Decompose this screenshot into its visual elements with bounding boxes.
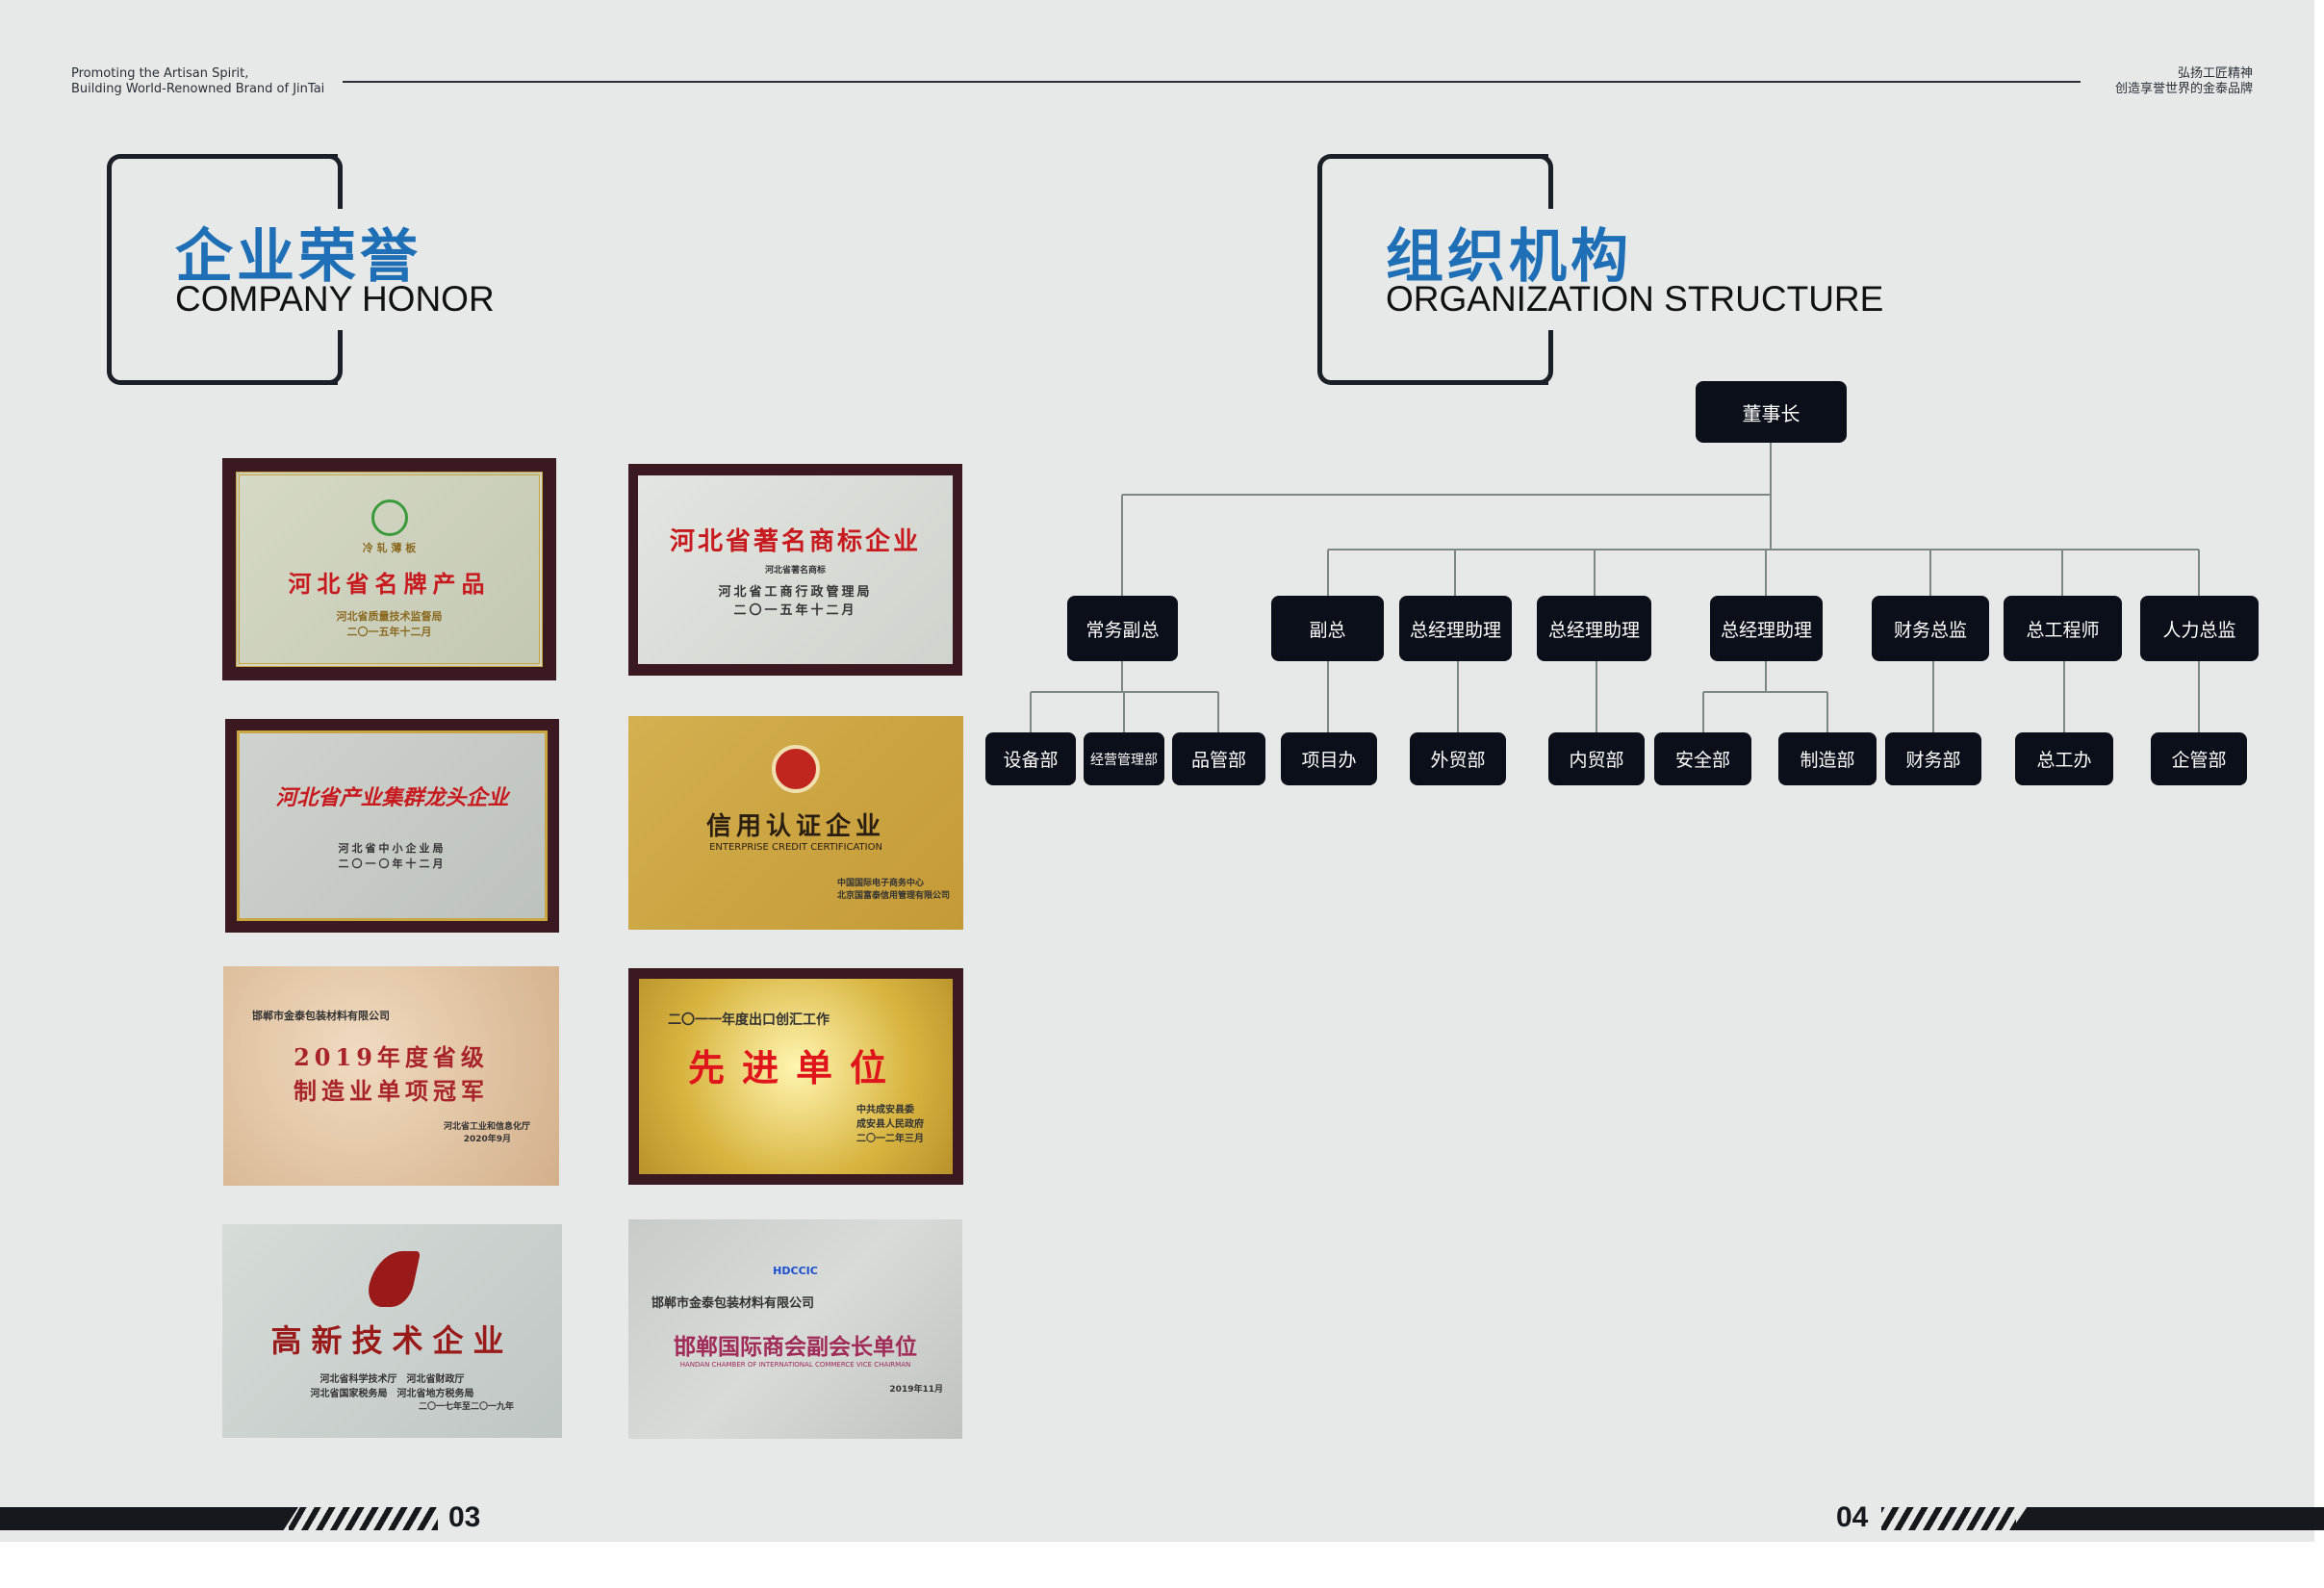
org-node-gm-assistant: 总经理助理 <box>1537 596 1651 661</box>
org-node-foreign-trade-dept: 外贸部 <box>1410 732 1506 785</box>
plaque-title: 邯郸国际商会副会长单位 <box>674 1333 917 1360</box>
footer-stripes-left <box>289 1507 438 1530</box>
plaque-date: 2020年9月 <box>463 1135 511 1144</box>
org-node-safety-dept: 安全部 <box>1654 732 1751 785</box>
plaque-issuer: 中共成安县委 <box>856 1104 914 1115</box>
plaque-date: 二〇一五年十二月 <box>346 626 432 638</box>
plaque-issuer: 河北省中小企业局 <box>338 842 447 855</box>
plaque-issuer: 河北省质量技术监督局 <box>336 610 443 623</box>
plaque-logo: 河北省著名商标 <box>764 566 826 576</box>
section-title-cn: 组织机构 <box>1386 223 1632 291</box>
title-frame-right <box>1317 154 1553 385</box>
plaque-title: 2019年度省级 <box>294 1043 489 1071</box>
org-node-business-mgmt-dept: 经营管理部 <box>1084 732 1164 785</box>
plaque-date: 二〇一〇年十二月 <box>338 858 447 870</box>
plaque-company: 邯郸市金泰包装材料有限公司 <box>651 1295 815 1311</box>
slogan-en: Promoting the Artisan Spirit, Building W… <box>71 66 324 97</box>
plaque-title-en: ENTERPRISE CREDIT CERTIFICATION <box>709 842 882 853</box>
plaque-seal-icon <box>772 745 820 793</box>
hdccic-logo: HDCCIC <box>773 1264 818 1277</box>
org-node-chief-engineer-office: 总工办 <box>2015 732 2113 785</box>
plaque-title: 高新技术企业 <box>270 1321 514 1359</box>
plaque-date: 二〇一二年三月 <box>856 1133 924 1144</box>
org-node-gm-assistant: 总经理助理 <box>1399 596 1512 661</box>
plaque-issuer: 成安县人民政府 <box>856 1118 924 1130</box>
plaque-title-en: HANDAN CHAMBER OF INTERNATIONAL COMMERCE… <box>679 1360 911 1369</box>
org-node-hr-director: 人力总监 <box>2140 596 2259 661</box>
header-divider <box>343 81 2081 83</box>
plaque-title: 先进单位 <box>687 1046 904 1089</box>
plaque-title: 河北省产业集群龙头企业 <box>275 786 509 810</box>
plaque-issuer: 河北省科学技术厅 河北省财政厅 <box>319 1373 465 1385</box>
plaque-title: 信用认证企业 <box>705 812 885 841</box>
honor-plaque: 二〇一一年度出口创汇工作 先进单位 中共成安县委 成安县人民政府 二〇一二年三月 <box>628 968 963 1185</box>
footer-bar-right <box>2011 1507 2324 1530</box>
plaque-sub: 冷 轧 薄 板 <box>362 542 417 554</box>
org-node-quality-dept: 品管部 <box>1172 732 1265 785</box>
slogan-en-line2: Building World-Renowned Brand of JinTai <box>71 82 325 96</box>
org-node-finance-director: 财务总监 <box>1872 596 1989 661</box>
honor-plaque: 河北省著名商标企业 河北省著名商标 河北省工商行政管理局 二〇一五年十二月 <box>628 464 962 676</box>
org-node-equipment-dept: 设备部 <box>985 732 1076 785</box>
page-number-left: 03 <box>448 1501 481 1533</box>
org-node-project-office: 项目办 <box>1281 732 1377 785</box>
org-node-domestic-trade-dept: 内贸部 <box>1548 732 1645 785</box>
plaque-title: 制造业单项冠军 <box>294 1077 489 1105</box>
plaque-date: 二〇一七年至二〇一九年 <box>418 1401 514 1412</box>
org-node-finance-dept: 财务部 <box>1885 732 1981 785</box>
plaque-logo-icon <box>370 499 408 536</box>
section-title-cn: 企业荣誉 <box>175 223 421 291</box>
plaque-issuer: 中国国际电子商务中心 <box>836 879 924 888</box>
footer-stripes-right <box>1881 1507 2016 1530</box>
plaque-title: 河北省名牌产品 <box>288 571 491 598</box>
org-node-manufacturing-dept: 制造部 <box>1778 732 1877 785</box>
plaque-issuer: 北京国富泰信用管理有限公司 <box>836 891 950 901</box>
title-frame-left <box>107 154 343 385</box>
slogan-en-line1: Promoting the Artisan Spirit, <box>71 66 249 81</box>
org-node-chairman: 董事长 <box>1696 381 1847 443</box>
slogan-cn-line1: 弘扬工匠精神 <box>2177 66 2253 81</box>
plaque-issuer: 河北省国家税务局 河北省地方税务局 <box>310 1388 474 1399</box>
honor-plaque: 邯郸市金泰包装材料有限公司 2019年度省级 制造业单项冠军 河北省工业和信息化… <box>223 966 559 1186</box>
section-title-en: ORGANIZATION STRUCTURE <box>1386 279 1884 319</box>
plaque-sub: 二〇一一年度出口创汇工作 <box>668 1012 830 1028</box>
section-title-en: COMPANY HONOR <box>175 279 495 319</box>
plaque-issuer: 河北省工商行政管理局 <box>718 585 873 600</box>
org-node-enterprise-mgmt-dept: 企管部 <box>2151 732 2247 785</box>
honor-plaque: 冷 轧 薄 板 河北省名牌产品 河北省质量技术监督局 二〇一五年十二月 <box>222 458 556 680</box>
plaque-company: 邯郸市金泰包装材料有限公司 <box>252 1010 390 1022</box>
plaque-title: 河北省著名商标企业 <box>669 527 921 556</box>
honor-plaque: 河北省产业集群龙头企业 河北省中小企业局 二〇一〇年十二月 <box>225 719 559 933</box>
org-node-chief-engineer: 总工程师 <box>2004 596 2122 661</box>
slogan-cn: 弘扬工匠精神 创造享誉世界的金泰品牌 <box>2115 66 2253 97</box>
honor-plaque: 高新技术企业 河北省科学技术厅 河北省财政厅 河北省国家税务局 河北省地方税务局… <box>222 1224 562 1438</box>
page-number-right: 04 <box>1836 1501 1869 1533</box>
honor-plaque: HDCCIC 邯郸市金泰包装材料有限公司 邯郸国际商会副会长单位 HANDAN … <box>628 1219 962 1439</box>
plaque-issuer: 河北省工业和信息化厅 <box>443 1122 530 1132</box>
footer-bar-left <box>0 1507 298 1530</box>
slogan-cn-line2: 创造享誉世界的金泰品牌 <box>2114 82 2253 96</box>
plaque-date: 2019年11月 <box>889 1384 943 1395</box>
org-node-executive-vp: 常务副总 <box>1067 596 1178 661</box>
honor-plaque: 信用认证企业 ENTERPRISE CREDIT CERTIFICATION 中… <box>628 716 963 930</box>
org-node-vp: 副总 <box>1271 596 1384 661</box>
plaque-date: 二〇一五年十二月 <box>733 603 857 618</box>
org-node-gm-assistant: 总经理助理 <box>1710 596 1823 661</box>
